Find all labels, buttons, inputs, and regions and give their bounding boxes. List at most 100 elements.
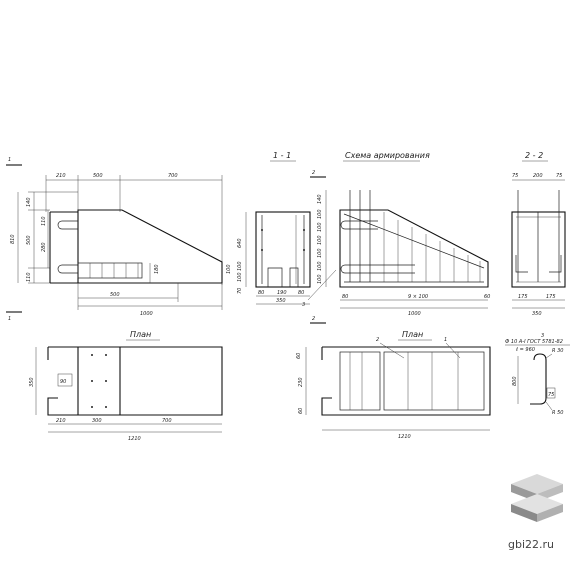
inner-notch xyxy=(57,373,73,387)
dim-text: 700 xyxy=(162,418,172,424)
dim-text: 1210 xyxy=(398,434,411,440)
dim-text: 140 xyxy=(317,194,323,204)
callout-1: 1 xyxy=(444,337,447,343)
dim-text: 810 xyxy=(10,234,16,244)
dim-text: 80 xyxy=(298,290,304,296)
anchor-loop xyxy=(340,264,415,274)
grill-box xyxy=(77,262,143,279)
dim-text: 800 xyxy=(512,376,518,386)
dim-text: 60 xyxy=(296,353,302,359)
detail-spec: Ф 10 А-I ГОСТ 5781-82 xyxy=(505,339,563,345)
section-title-1-1: 1 - 1 xyxy=(273,151,291,160)
dim-text: 190 xyxy=(277,290,287,296)
callout-2: 2 xyxy=(376,337,379,343)
callout-3: 3 xyxy=(302,302,305,308)
dim-text: 100 xyxy=(317,222,323,232)
rebar-dot xyxy=(105,380,107,382)
dim-text: 100 xyxy=(317,248,323,258)
dim-text: 100 xyxy=(317,235,323,245)
leader-line xyxy=(545,401,553,411)
dim-text: 210 xyxy=(56,418,66,424)
anchor-loop xyxy=(340,220,378,230)
dim-text: 60 xyxy=(484,294,490,300)
cut-mark-2-label: 2 xyxy=(312,170,315,176)
dim-text: 175 xyxy=(546,294,556,300)
dim-text: 75 xyxy=(548,392,554,398)
plan-outline xyxy=(321,346,491,416)
leader-line xyxy=(307,269,337,301)
anchor-hook xyxy=(549,255,562,273)
section-2-2: 2 - 2 75 200 75 175 175 350 xyxy=(511,151,566,317)
notch xyxy=(267,267,283,287)
dim-text: 500 xyxy=(93,173,103,179)
dim-text: 100 xyxy=(237,261,243,271)
rebar-dot xyxy=(91,406,93,408)
leader-line xyxy=(379,342,405,359)
section-title-2-2: 2 - 2 xyxy=(525,151,543,160)
dim-text: 1000 xyxy=(140,311,153,317)
dim-text: 1210 xyxy=(128,436,141,442)
cut-mark-bottom-label: 1 xyxy=(8,316,11,322)
plan-left: План 350 90 210 300 700 1210 xyxy=(29,330,223,442)
dim-text: 110 xyxy=(26,272,32,282)
plan-grid xyxy=(339,351,381,411)
dim-text: 230 xyxy=(298,377,304,387)
rebar-dot xyxy=(105,406,107,408)
dim-text: 80 xyxy=(258,290,264,296)
dim-text: 500 xyxy=(110,292,120,298)
dim-text: 700 xyxy=(168,173,178,179)
rebar-dot xyxy=(261,249,263,251)
width-box xyxy=(546,387,556,399)
dim-text: 350 xyxy=(276,298,286,304)
cut-mark-2-label: 2 xyxy=(312,316,315,322)
dim-text: 100 xyxy=(237,272,243,282)
dim-text: 500 xyxy=(26,235,32,245)
dim-text: 1000 xyxy=(408,311,421,317)
reinforcement-scheme: Схема армирования 2 140 100 100 100 100 xyxy=(302,151,490,317)
rebar-dot xyxy=(303,249,305,251)
dim-text: 175 xyxy=(518,294,528,300)
bar-detail: 3 Ф 10 А-I ГОСТ 5781-82 ℓ = 960 800 R 30… xyxy=(505,333,570,416)
slab-stack-icon xyxy=(511,474,563,522)
dim-text: 200 xyxy=(533,173,543,179)
dim-text: 100 xyxy=(317,274,323,284)
front-view: 1 1 210 500 700 810 140 500 110 110 280 xyxy=(6,157,223,322)
detail-length: ℓ = 960 xyxy=(515,347,535,353)
anchor-hook xyxy=(515,255,528,273)
dim-text: 9 × 100 xyxy=(408,294,428,300)
plan-left-title: План xyxy=(130,330,151,339)
cut-mark-top-label: 1 xyxy=(8,157,11,163)
dim-text: 60 xyxy=(298,408,304,414)
rebar-dot xyxy=(91,354,93,356)
rebar-dot xyxy=(303,229,305,231)
leader-line xyxy=(545,353,553,359)
reinforcement-outline xyxy=(339,209,489,288)
leader-line xyxy=(445,342,461,359)
anchor-loop xyxy=(57,264,78,274)
dim-text: 70 xyxy=(237,288,243,294)
dim-text: 110 xyxy=(41,216,47,226)
plan-right: План 2 2 1 60 230 60 1210 xyxy=(296,316,491,440)
plan-grid xyxy=(383,351,485,411)
rebar-dot xyxy=(91,380,93,382)
dim-text: 350 xyxy=(532,311,542,317)
dim-text: 300 xyxy=(92,418,102,424)
dim-text: 75 xyxy=(512,173,518,179)
dim-text: 75 xyxy=(556,173,562,179)
dim-text: 640 xyxy=(237,238,243,248)
dim-text: 100 xyxy=(317,261,323,271)
plan-right-title: План xyxy=(402,330,423,339)
dim-text: 210 xyxy=(56,173,66,179)
reinforcement-title: Схема армирования xyxy=(345,151,430,160)
rebar-dot xyxy=(105,354,107,356)
dim-text: 100 xyxy=(226,264,232,274)
anchor-loop xyxy=(57,220,78,230)
dim-text: 140 xyxy=(26,197,32,207)
rebar-dot xyxy=(261,229,263,231)
section-1-1: 1 - 1 640 100 100 70 100 80 190 80 350 xyxy=(226,151,311,305)
detail-number: 3 xyxy=(541,333,544,339)
notch xyxy=(289,267,299,287)
dim-text: 350 xyxy=(29,377,35,387)
radius-bottom: R 50 xyxy=(552,410,563,416)
